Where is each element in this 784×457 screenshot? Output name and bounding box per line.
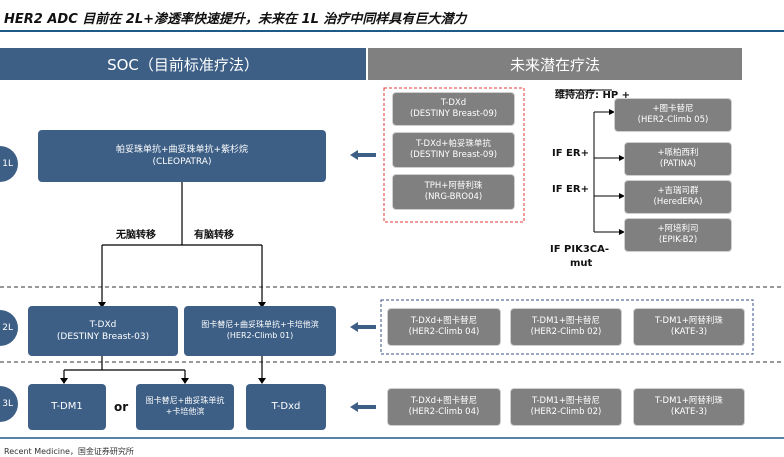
future-2l-item-regimen: T-DXd+图卡替尼	[410, 315, 478, 326]
maintenance-item-trial: (EPIK-B2)	[658, 235, 698, 245]
soc-2l-trial: (HER2-Climb 01)	[226, 331, 294, 340]
future-1l-item: TPH+阿替利珠 (NRG-BRO04)	[392, 174, 515, 210]
future-header: 未来潜在疗法	[368, 48, 742, 80]
soc-header-label: SOC（目前标准疗法）	[107, 55, 259, 74]
future-1l-item-regimen: T-DXd+帕妥珠单抗	[416, 138, 491, 149]
future-1l-item-regimen: T-DXd	[440, 97, 467, 108]
maintenance-item: +阿培利司 (EPIK-B2)	[624, 218, 732, 252]
future-3l-item: T-DM1+图卡替尼 (HER2-Climb 02)	[510, 388, 622, 426]
future-3l-item-trial: (HER2-Climb 04)	[408, 407, 480, 417]
soc-2l-box: T-DXd (DESTINY Breast-03)	[28, 306, 178, 356]
future-2l-item-trial: (KATE-3)	[670, 327, 708, 337]
future-1l-frame	[383, 87, 525, 223]
future-3l-item-regimen: T-DM1+图卡替尼	[532, 395, 600, 406]
soc-header: SOC（目前标准疗法）	[0, 48, 366, 80]
maintenance-if-er-2: IF ER+	[552, 184, 589, 195]
maintenance-item-drug: +图卡替尼	[652, 103, 694, 114]
line-2l-label: 2L	[2, 323, 13, 333]
future-3l-item-trial: (HER2-Climb 02)	[530, 407, 602, 417]
soc-3l-tdxd-box: T-Dxd	[246, 384, 326, 430]
soc-3l-combo-label: 图卡替尼+曲妥珠单抗+卡培他滨	[145, 396, 225, 416]
future-2l-item: T-DM1+阿替利珠 (KATE-3)	[633, 308, 745, 346]
soc-1l-regimen: 帕妥珠单抗+曲妥珠单抗+紫杉烷	[115, 144, 249, 155]
future-2l-frame	[380, 299, 754, 355]
future-2l-item: T-DM1+图卡替尼 (HER2-Climb 02)	[510, 308, 622, 346]
future-1l-item-trial: (DESTINY Breast-09)	[409, 109, 498, 119]
future-1l-item-regimen: TPH+阿替利珠	[424, 180, 483, 191]
future-3l-item-regimen: T-DM1+阿替利珠	[655, 395, 723, 406]
line-1l-badge: 1L	[0, 146, 18, 182]
future-2l-item-regimen: T-DM1+阿替利珠	[655, 315, 723, 326]
arrow-left-icon	[350, 150, 376, 160]
maintenance-mut: mut	[570, 258, 593, 269]
line-3l-badge: 3L	[0, 386, 18, 422]
soc-1l-box: 帕妥珠单抗+曲妥珠单抗+紫杉烷 (CLEOPATRA)	[38, 130, 326, 182]
future-1l-item-trial: (DESTINY Breast-09)	[409, 150, 498, 160]
future-header-label: 未来潜在疗法	[509, 55, 600, 74]
future-2l-item-trial: (HER2-Climb 04)	[408, 327, 480, 337]
maintenance-item: +哌柏西利 (PATINA)	[624, 142, 732, 176]
future-3l-item: T-DM1+阿替利珠 (KATE-3)	[633, 388, 745, 426]
maintenance-item-trial: (HeredERA)	[653, 197, 703, 207]
soc-1l-trial: (CLEOPATRA)	[152, 157, 212, 167]
soc-3l-tdxd-label: T-Dxd	[271, 401, 301, 413]
soc-2l-regimen: T-DXd	[89, 319, 117, 330]
future-2l-item-trial: (HER2-Climb 02)	[530, 327, 602, 337]
maintenance-if-pik3ca: IF PIK3CA-	[550, 244, 610, 255]
soc-2l-box: 图卡替尼+曲妥珠单抗+卡培他滨 (HER2-Climb 01)	[184, 306, 336, 356]
soc-3l-tdm1-label: T-DM1	[51, 401, 83, 413]
arrow-left-icon	[350, 402, 376, 412]
maintenance-item: +吉瑞司群 (HeredERA)	[624, 180, 732, 214]
maintenance-item-drug: +吉瑞司群	[657, 185, 699, 196]
maintenance-item-trial: (HER2-Climb 05)	[637, 115, 709, 125]
branch-brain-label: 有脑转移	[194, 230, 234, 241]
future-3l-item-regimen: T-DXd+图卡替尼	[410, 395, 478, 406]
maintenance-heading: 维持治疗: HP +	[555, 90, 631, 101]
arrow-left-icon	[350, 322, 376, 332]
line-2l-badge: 2L	[0, 310, 18, 346]
page-title: HER2 ADC 目前在 2L+渗透率快速提升，未来在 1L 治疗中同样具有巨大…	[4, 12, 467, 27]
maintenance-item-drug: +阿培利司	[657, 223, 699, 234]
branch-no-brain-label: 无脑转移	[116, 230, 156, 241]
soc-3l-combo-box: 图卡替尼+曲妥珠单抗+卡培他滨	[136, 384, 234, 430]
soc-3l-tdm1-box: T-DM1	[28, 384, 106, 430]
soc-2l-trial: (DESTINY Breast-03)	[56, 332, 150, 342]
maintenance-item-trial: (PATINA)	[659, 159, 697, 169]
maintenance-if-er-1: IF ER+	[552, 148, 589, 159]
future-2l-item-regimen: T-DM1+图卡替尼	[532, 315, 600, 326]
soc-3l-or: or	[114, 400, 129, 414]
maintenance-item-drug: +哌柏西利	[657, 147, 699, 158]
future-1l-item: T-DXd+帕妥珠单抗 (DESTINY Breast-09)	[392, 132, 515, 168]
title-rule	[0, 30, 784, 32]
future-3l-item-trial: (KATE-3)	[670, 407, 708, 417]
maintenance-item: +图卡替尼 (HER2-Climb 05)	[614, 98, 732, 132]
soc-2l-regimen: 图卡替尼+曲妥珠单抗+卡培他滨	[201, 320, 319, 330]
future-3l-item: T-DXd+图卡替尼 (HER2-Climb 04)	[387, 388, 501, 426]
line-3l-label: 3L	[2, 399, 13, 409]
future-1l-item: T-DXd (DESTINY Breast-09)	[392, 92, 515, 126]
future-2l-item: T-DXd+图卡替尼 (HER2-Climb 04)	[387, 308, 501, 346]
line-1l-label: 1L	[2, 159, 13, 169]
future-1l-item-trial: (NRG-BRO04)	[424, 192, 483, 202]
source-footer: Recent Medicine，国金证券研究所	[4, 447, 134, 456]
